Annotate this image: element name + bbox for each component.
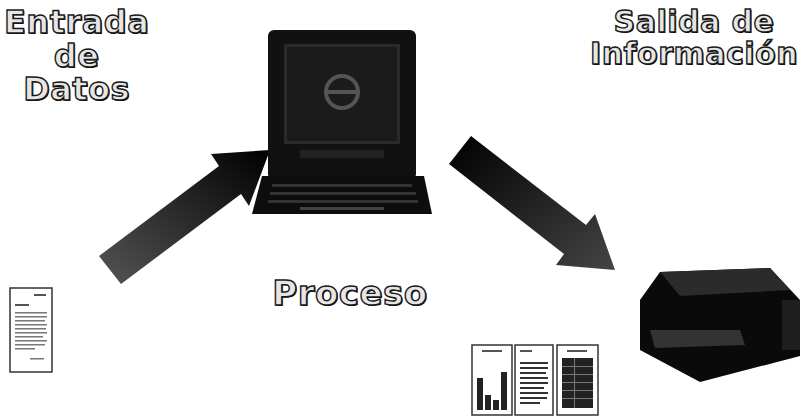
output-arrow: [449, 136, 615, 270]
input-heading: Entrada de Datos: [4, 6, 149, 107]
output-heading: Salida de Información: [590, 6, 798, 69]
input-document: [10, 288, 52, 372]
process-label: Proceso: [272, 276, 427, 312]
printer: [640, 268, 800, 382]
input-arrow: [99, 150, 270, 284]
output-pages: [472, 345, 598, 415]
computer: [252, 30, 432, 214]
